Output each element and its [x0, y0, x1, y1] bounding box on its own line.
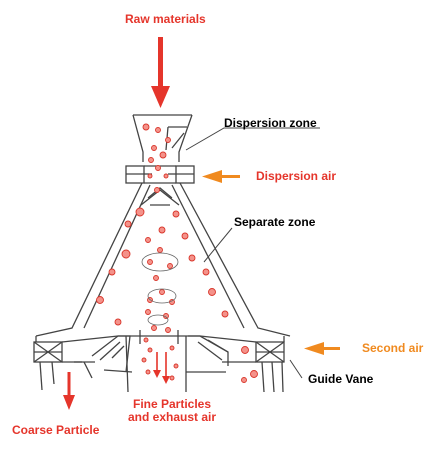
guide-vane-label: Guide Vane — [308, 372, 374, 386]
coarse-particle-arrow — [63, 372, 75, 410]
second-air-arrow — [304, 342, 340, 355]
separate-zone-label: Separate zone — [234, 215, 316, 229]
bottom-housing-left — [33, 335, 133, 391]
dispersion-air-arrow — [202, 170, 240, 183]
fine-particles-line1: Fine Particles — [132, 397, 212, 411]
separator-body — [35, 182, 291, 337]
raw-materials-arrow — [151, 37, 170, 108]
fine-particles-line2: and exhaust air — [128, 410, 217, 424]
bottom-housing-right — [186, 335, 285, 393]
second-air-label: Second air — [362, 341, 424, 355]
fine-particle-outlet — [118, 330, 200, 393]
coarse-particle-label: Coarse Particle — [12, 423, 100, 437]
leader-lines — [185, 127, 320, 379]
dispersion-zone-label: Dispersion zone — [224, 116, 317, 130]
fine-particles-label: Fine Particles and exhaust air — [128, 398, 216, 424]
particles — [96, 123, 258, 383]
fine-particles-arrows — [153, 352, 170, 384]
raw-materials-label: Raw materials — [125, 12, 206, 26]
dispersion-air-label: Dispersion air — [256, 169, 337, 183]
swirl-lines — [141, 252, 179, 326]
